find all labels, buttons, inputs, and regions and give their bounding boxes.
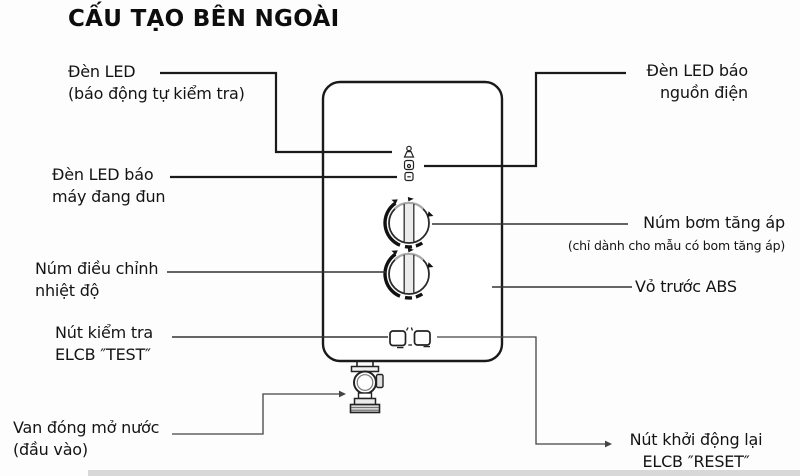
arrowhead bbox=[339, 390, 346, 398]
connector-reset-button bbox=[437, 336, 612, 448]
page-title: CẤU TẠO BÊN NGOÀI bbox=[68, 6, 340, 32]
label-reset-button: Nút khởi động lại ELCB ″RESET″ bbox=[629, 430, 763, 471]
label-led-selfcheck: Đèn LED (báo động tự kiểm tra) bbox=[68, 62, 245, 103]
label-temp-knob: Núm điều chỉnh nhiệt độ bbox=[35, 259, 159, 300]
alarm-led-icon bbox=[403, 145, 415, 158]
label-front-cover: Vỏ trước ABS bbox=[635, 277, 737, 296]
arrowhead bbox=[605, 440, 612, 448]
label-test-button: Nút kiểm tra ELCB ″TEST″ bbox=[55, 323, 153, 364]
connector-led-power bbox=[424, 71, 626, 168]
elcb-buttons bbox=[389, 327, 431, 349]
reset-button-icon bbox=[413, 330, 431, 346]
button-tick-marks bbox=[397, 327, 430, 349]
label-pump-knob: Núm bơm tăng áp (chỉ dành cho mẫu có bom… bbox=[567, 213, 785, 253]
connector-water-valve bbox=[172, 390, 346, 435]
label-led-power: Đèn LED báo nguồn điện bbox=[646, 61, 749, 102]
inlet-valve-icon bbox=[349, 361, 384, 414]
led-indicator-icons bbox=[403, 145, 415, 182]
test-button-icon bbox=[389, 330, 407, 347]
connector-led-selfcheck bbox=[160, 71, 392, 154]
bottom-gray-band bbox=[88, 470, 800, 476]
label-water-valve: Van đóng mở nước (đầu vào) bbox=[13, 418, 160, 459]
power-led-icon bbox=[403, 159, 415, 171]
label-led-heating: Đèn LED báo máy đang đun bbox=[52, 165, 166, 206]
heating-led-icon bbox=[404, 171, 414, 182]
